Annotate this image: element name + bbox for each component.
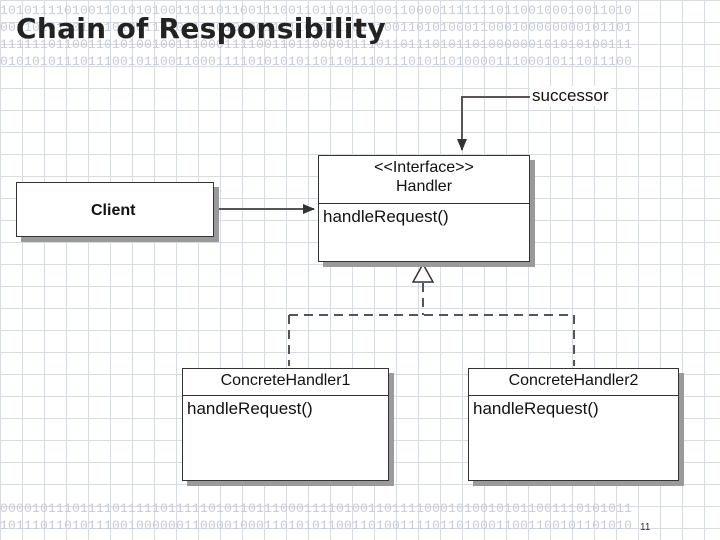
concrete-handler2-header: ConcreteHandler2	[469, 369, 678, 396]
concrete-handler1-name: ConcreteHandler1	[220, 372, 351, 389]
successor-label: successor	[530, 86, 611, 106]
binary-line: 0000101110111101111101111101011011100011…	[0, 501, 633, 516]
concrete-handler1-operation: handleRequest()	[187, 399, 313, 418]
page-number: 11	[640, 522, 651, 533]
binary-line: 1011101101011100100000011000010001101010…	[0, 518, 633, 533]
binary-line: 1010111101001101010100110110110011100110…	[0, 3, 633, 18]
binary-line: 0011010110101101001101011100101001101101…	[0, 20, 633, 35]
binary-pattern-bottom: 0000101110111101111101111101011011100011…	[0, 500, 720, 534]
hollow-triangle-arrowhead	[411, 262, 435, 283]
client-label: Client	[91, 202, 136, 219]
concrete-handler2-box: ConcreteHandler2 handleRequest()	[468, 368, 679, 481]
binary-line: 1111110110011010100100111000111100110110…	[0, 37, 633, 52]
handler-name: Handler	[395, 178, 453, 195]
binary-line: 0101010111011100101100110001111010101011…	[0, 54, 633, 69]
slide-title: Chain of Responsibility	[16, 12, 386, 45]
handler-operation: handleRequest()	[323, 207, 449, 226]
client-class-box: Client	[16, 182, 214, 237]
concrete-handler2-operation: handleRequest()	[473, 399, 599, 418]
concrete-handler1-header: ConcreteHandler1	[183, 369, 388, 396]
handler-header: <<Interface>> Handler	[319, 156, 529, 204]
concrete-handler1-box: ConcreteHandler1 handleRequest()	[182, 368, 389, 481]
binary-pattern-top: 1010111101001101010100110110110011100110…	[0, 2, 720, 70]
handler-interface-box: <<Interface>> Handler handleRequest()	[318, 155, 530, 262]
concrete-handler2-name: ConcreteHandler2	[508, 372, 639, 389]
handler-stereotype: <<Interface>>	[374, 159, 474, 176]
